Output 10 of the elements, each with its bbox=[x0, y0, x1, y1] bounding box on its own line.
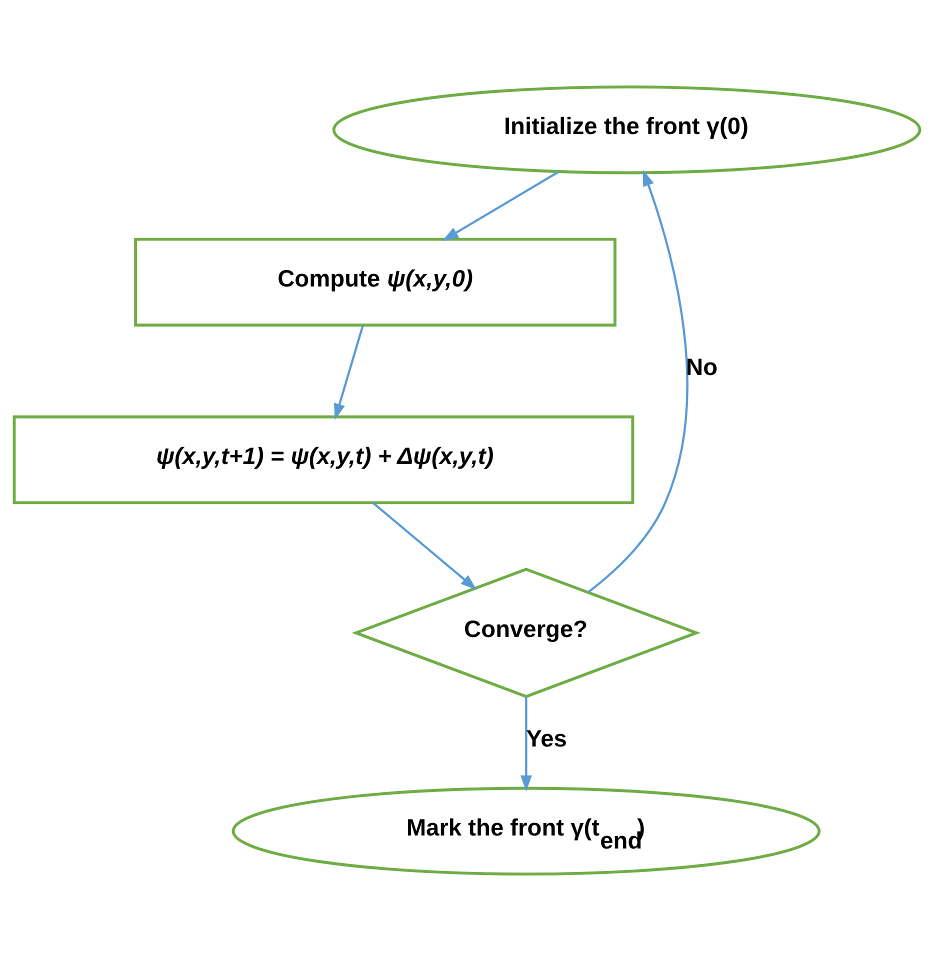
arrow bbox=[334, 324, 364, 420]
node-box: ψ(x,y,t+1) = ψ(x,y,t) + Δψ(x,y,t) bbox=[12, 414, 634, 504]
node-diamond: Converge? bbox=[352, 567, 701, 698]
arrow bbox=[372, 502, 477, 590]
edge-label: No bbox=[686, 354, 718, 381]
arrow bbox=[442, 170, 560, 240]
node-ellipse: Initialize the front γ(0) bbox=[332, 84, 922, 174]
arrow bbox=[520, 696, 532, 792]
node-box: Compute ψ(x,y,0) bbox=[134, 237, 616, 326]
arrow bbox=[587, 169, 688, 593]
